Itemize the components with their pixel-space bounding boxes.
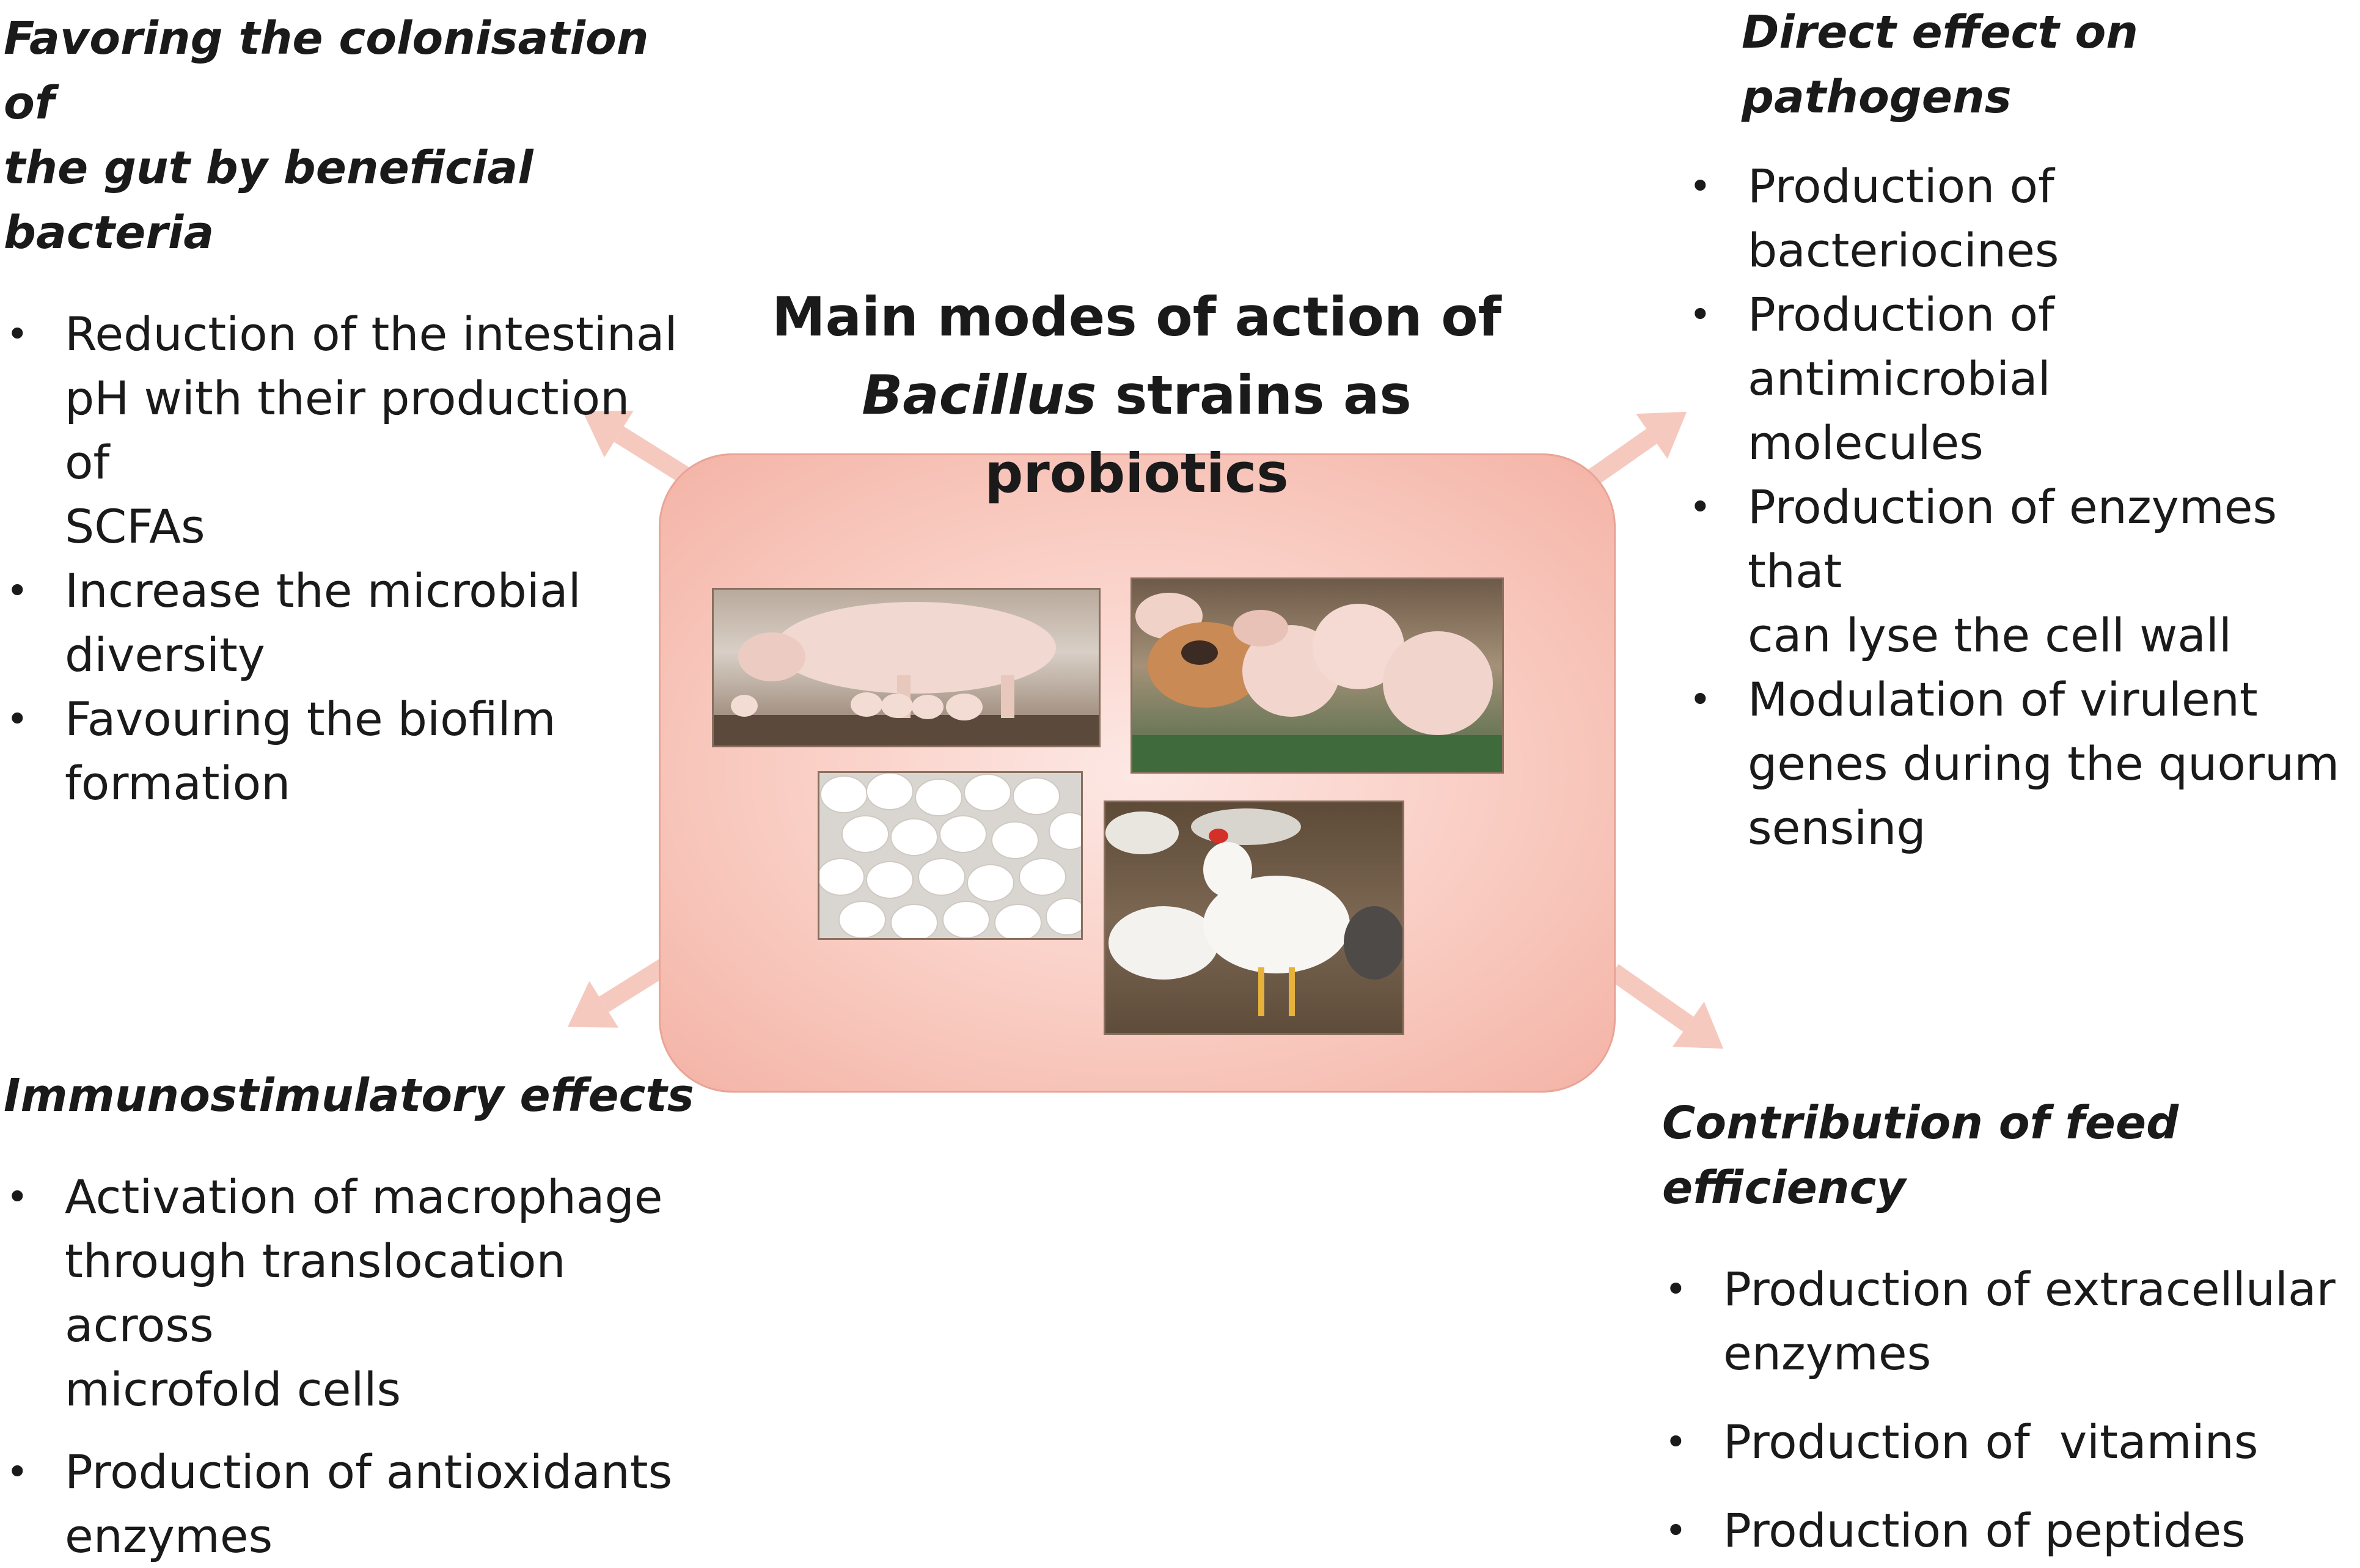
panel-pathogens: Direct effect on pathogens Production of… — [1687, 0, 2359, 860]
chickens-photo — [1104, 800, 1404, 1035]
list-item: Production of vitamins — [1662, 1410, 2347, 1474]
list-item: Modulation of virulent genes during the … — [1687, 667, 2359, 860]
center-title-line2: Bacillus strains as probiotics — [709, 356, 1564, 513]
panel-immunostimulatory-title: Immunostimulatory effects — [4, 1069, 694, 1122]
list-item: Production of extracellular enzymes — [1662, 1257, 2347, 1385]
panel-colonisation: Favoring the colonisation of the gut by … — [4, 6, 688, 815]
piglets-group-photo — [1131, 577, 1504, 774]
list-item: Production of bacteriocines — [1687, 154, 2359, 282]
eggs-photo — [818, 771, 1083, 940]
arrow-bottom-right — [1608, 964, 1724, 1049]
list-item: Production of antimicrobial molecules — [1687, 282, 2359, 475]
list-item: Reduction of the intestinal pH with thei… — [4, 302, 688, 559]
list-item: Increase the microbial diversity — [4, 559, 688, 687]
panel-colonisation-list: Reduction of the intestinal pH with thei… — [4, 302, 688, 815]
arrow-bottom-left — [567, 958, 671, 1028]
list-item: Activation of macrophage through translo… — [4, 1165, 713, 1421]
center-title-line1: Main modes of action of — [772, 285, 1501, 348]
panel-pathogens-title: Direct effect on pathogens — [1742, 6, 2138, 123]
sow-with-piglets-photo — [712, 588, 1101, 747]
panel-immunostimulatory: Immunostimulatory effects Activation of … — [4, 1063, 713, 1568]
center-title-line2-rest: strains as probiotics — [984, 364, 1412, 505]
panel-pathogens-list: Production of bacteriocines Production o… — [1687, 154, 2359, 860]
panel-feed-efficiency: Contribution of feed efficiency Producti… — [1662, 1091, 2347, 1563]
center-title: Main modes of action of Bacillus strains… — [709, 278, 1564, 513]
list-item: Production of peptides — [1662, 1498, 2347, 1563]
panel-colonisation-title: Favoring the colonisation of the gut by … — [4, 12, 649, 259]
genus-name: Bacillus — [862, 364, 1097, 427]
list-item: Production of enzymes that can lyse the … — [1687, 475, 2359, 667]
panel-feed-efficiency-list: Production of extracellular enzymes Prod… — [1662, 1257, 2347, 1563]
panel-immunostimulatory-list: Activation of macrophage through translo… — [4, 1165, 713, 1568]
list-item: Favouring the biofilm formation — [4, 687, 688, 815]
panel-feed-efficiency-title: Contribution of feed efficiency — [1662, 1097, 2179, 1214]
list-item: Production of antioxidants enzymes — [4, 1440, 713, 1568]
